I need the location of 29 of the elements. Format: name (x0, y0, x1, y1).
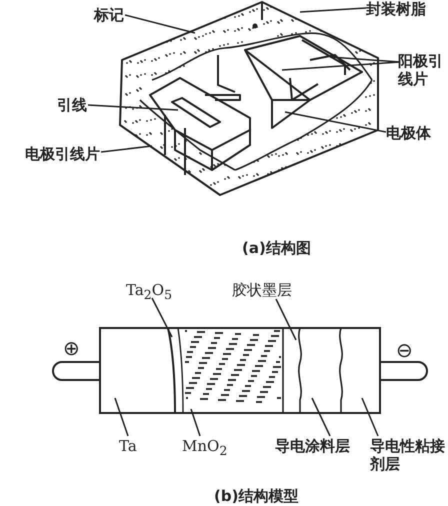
part-label: 电极引线片 (25, 145, 100, 163)
leader-line (114, 398, 129, 436)
part-label: 导电涂料层 (275, 437, 350, 455)
leader-line (330, 56, 400, 63)
figure-caption: (a)结构图 (242, 239, 311, 257)
leader-line (361, 398, 379, 436)
leader-line (275, 298, 297, 340)
part-label: Ta$_{2}$O$_{5}$ (126, 281, 172, 299)
part-label: 胶状墨层 (232, 281, 292, 299)
leader-line (300, 7, 366, 13)
part-label: MnO$_{2}$ (182, 437, 228, 455)
leader-line (151, 298, 173, 338)
polarity-sign: ⊕ (63, 339, 80, 357)
leader-line (100, 145, 152, 153)
part-label: 导电性粘接剂层 (370, 437, 445, 473)
leader-line (88, 104, 178, 111)
leader-line (282, 61, 400, 71)
part-label: 标记 (94, 6, 124, 24)
figure-caption: (b)结构模型 (214, 487, 298, 505)
polarity-sign: ⊖ (396, 341, 413, 359)
leader-line (284, 111, 386, 133)
part-label: Ta (119, 437, 137, 455)
part-label: 阳极引线片 (398, 52, 443, 88)
part-label: 电极体 (386, 124, 431, 142)
leader-line (311, 398, 331, 436)
part-label: 引线 (57, 96, 87, 114)
part-label: 封装树脂 (366, 0, 426, 18)
leader-line (124, 14, 196, 34)
leader-line (190, 408, 201, 436)
